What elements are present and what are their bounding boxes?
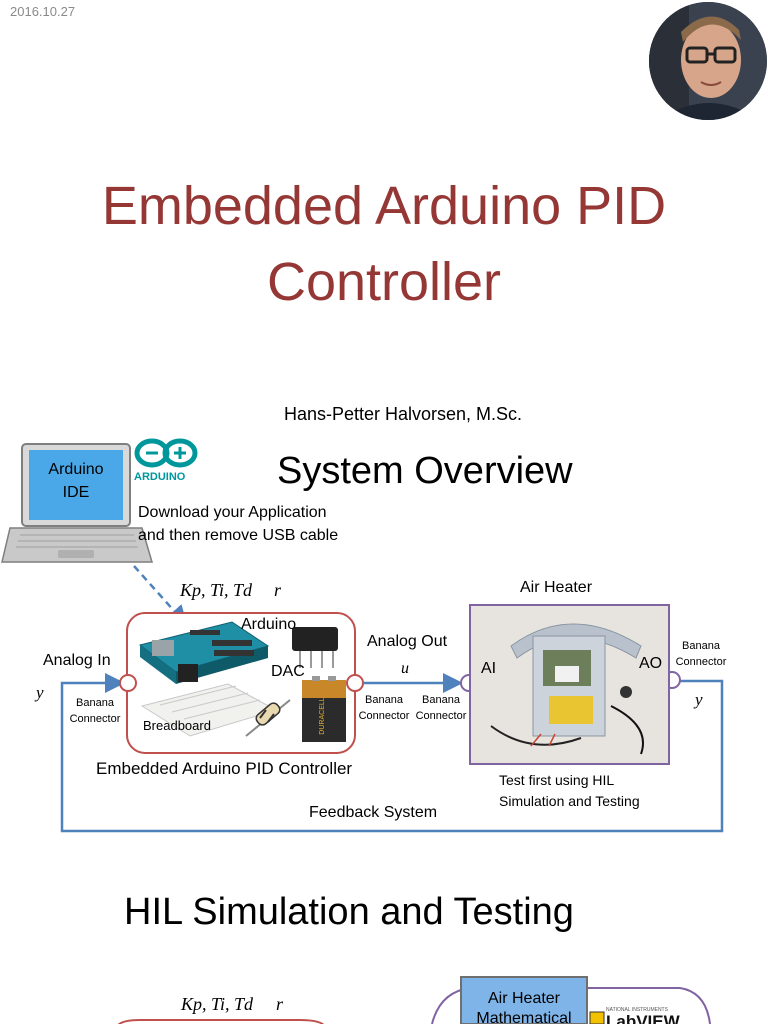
author-name: Hans-Petter Halvorsen, M.Sc. (283, 404, 523, 424)
slide-title-line2: Controller (266, 252, 502, 312)
hil-test-note: Test first using HIL Simulation and Test… (499, 770, 640, 812)
ao-label: AO (639, 655, 663, 672)
ai-label: AI (481, 660, 497, 677)
arduino-board-icon (138, 621, 270, 684)
arduino-logo-icon (134, 438, 198, 468)
banana-connector-in: Banana Connector (62, 695, 128, 727)
pid-params-label: Kp, Ti, Td (180, 580, 253, 600)
hil-title: HIL Simulation and Testing (124, 891, 574, 933)
banana-in-line2: Connector (69, 713, 121, 725)
feedback-line (60, 673, 724, 833)
analog-in-label: Analog In (43, 652, 111, 669)
dac-chip-icon (292, 627, 338, 668)
controller-caption: Embedded Arduino PID Controller (96, 759, 353, 778)
hil-pid-params: Kp, Ti, Td (181, 994, 254, 1014)
analog-out-label: Analog Out (367, 633, 448, 650)
hil-model-line1: Air Heater (487, 990, 561, 1007)
banana-out-line1: Banana (365, 694, 403, 706)
slide-title-line1: Embedded Arduino PID (101, 176, 667, 236)
banana-ao-line1: Banana (682, 640, 720, 652)
labview-small-text: NATIONAL INSTRUMENTS (606, 1007, 668, 1013)
hil-test-line1: Test first using HIL (499, 772, 615, 788)
banana-in-line1: Banana (76, 697, 114, 709)
battery-brand-text: DURACELL (319, 697, 326, 734)
signal-y-left: y (36, 683, 44, 702)
hil-setpoint: r (276, 994, 284, 1014)
feedback-system-label: Feedback System (309, 804, 438, 821)
laptop-label-line1: Arduino (48, 461, 104, 478)
laptop-icon (1, 443, 154, 563)
banana-ai-line1: Banana (422, 694, 460, 706)
download-note-line1: Download your Application (138, 504, 327, 521)
hil-model-line2: Mathematical (476, 1010, 572, 1027)
air-heater-photo (469, 604, 670, 765)
banana-ao-line2: Connector (675, 656, 727, 668)
download-note-line2: and then remove USB cable (138, 527, 339, 544)
system-overview-title: System Overview (277, 450, 573, 492)
signal-y-right: y (695, 690, 703, 709)
signal-u: u (401, 660, 409, 677)
banana-out-line2: Connector (358, 710, 410, 722)
download-note: Download your Application and then remov… (138, 501, 338, 547)
analog-in-connector (119, 674, 137, 692)
analog-out-connector (346, 674, 364, 692)
laptop-screen-label: Arduino IDE (29, 458, 123, 504)
hil-model-label: Air Heater Mathematical (463, 989, 585, 1029)
labview-text: LabVIEW (606, 1013, 680, 1024)
banana-connector-out: Banana Connector (356, 692, 412, 724)
battery-icon: DURACELL (302, 676, 346, 742)
arduino-label: Arduino (241, 616, 297, 633)
dac-label: DAC (271, 663, 305, 680)
author-avatar (649, 2, 767, 120)
resistor-icon (245, 699, 291, 737)
breadboard-label: Breadboard (143, 718, 211, 733)
banana-connector-ao: Banana Connector (672, 638, 730, 670)
arduino-logo-text: ARDUINO (134, 471, 186, 483)
banana-ai-line2: Connector (415, 710, 467, 722)
setpoint-label: r (274, 580, 282, 600)
laptop-label-line2: IDE (62, 484, 90, 501)
hil-test-line2: Simulation and Testing (499, 793, 640, 809)
banana-connector-ai: Banana Connector (413, 692, 469, 724)
air-heater-label: Air Heater (520, 579, 593, 596)
slide-title: Embedded Arduino PID Controller (0, 168, 768, 320)
date-label: 2016.10.27 (10, 4, 76, 19)
